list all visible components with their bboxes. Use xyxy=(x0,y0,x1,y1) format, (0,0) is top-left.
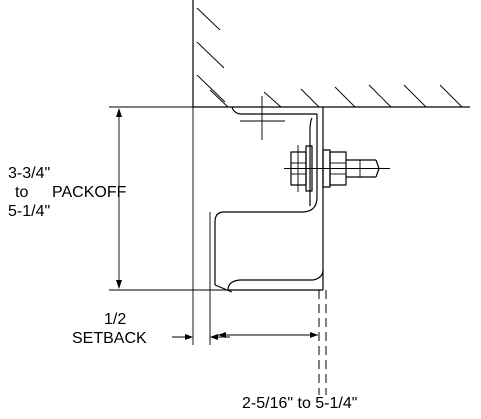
bottom-dimension xyxy=(218,290,327,395)
labels: 3-3/4" to PACKOFF 5-1/4" 1/2 SETBACK 2-5… xyxy=(8,165,357,412)
packoff-range-bottom: 5-1/4" xyxy=(8,203,50,220)
structure-section xyxy=(192,0,470,108)
bottom-dimension-label: 2-5/16" to 5-1/4" xyxy=(242,395,357,412)
setback-value: 1/2 xyxy=(104,311,126,328)
setback-dimension xyxy=(172,107,230,345)
bolt-assembly xyxy=(284,145,390,192)
angle-bracket xyxy=(214,96,324,293)
packoff-range-top: 3-3/4" xyxy=(8,165,50,182)
structure-hatching xyxy=(196,7,463,108)
packoff-dimension xyxy=(109,106,228,291)
packoff-label: PACKOFF xyxy=(52,184,127,201)
setback-label: SETBACK xyxy=(72,330,147,347)
packoff-range-to: to xyxy=(15,184,28,201)
